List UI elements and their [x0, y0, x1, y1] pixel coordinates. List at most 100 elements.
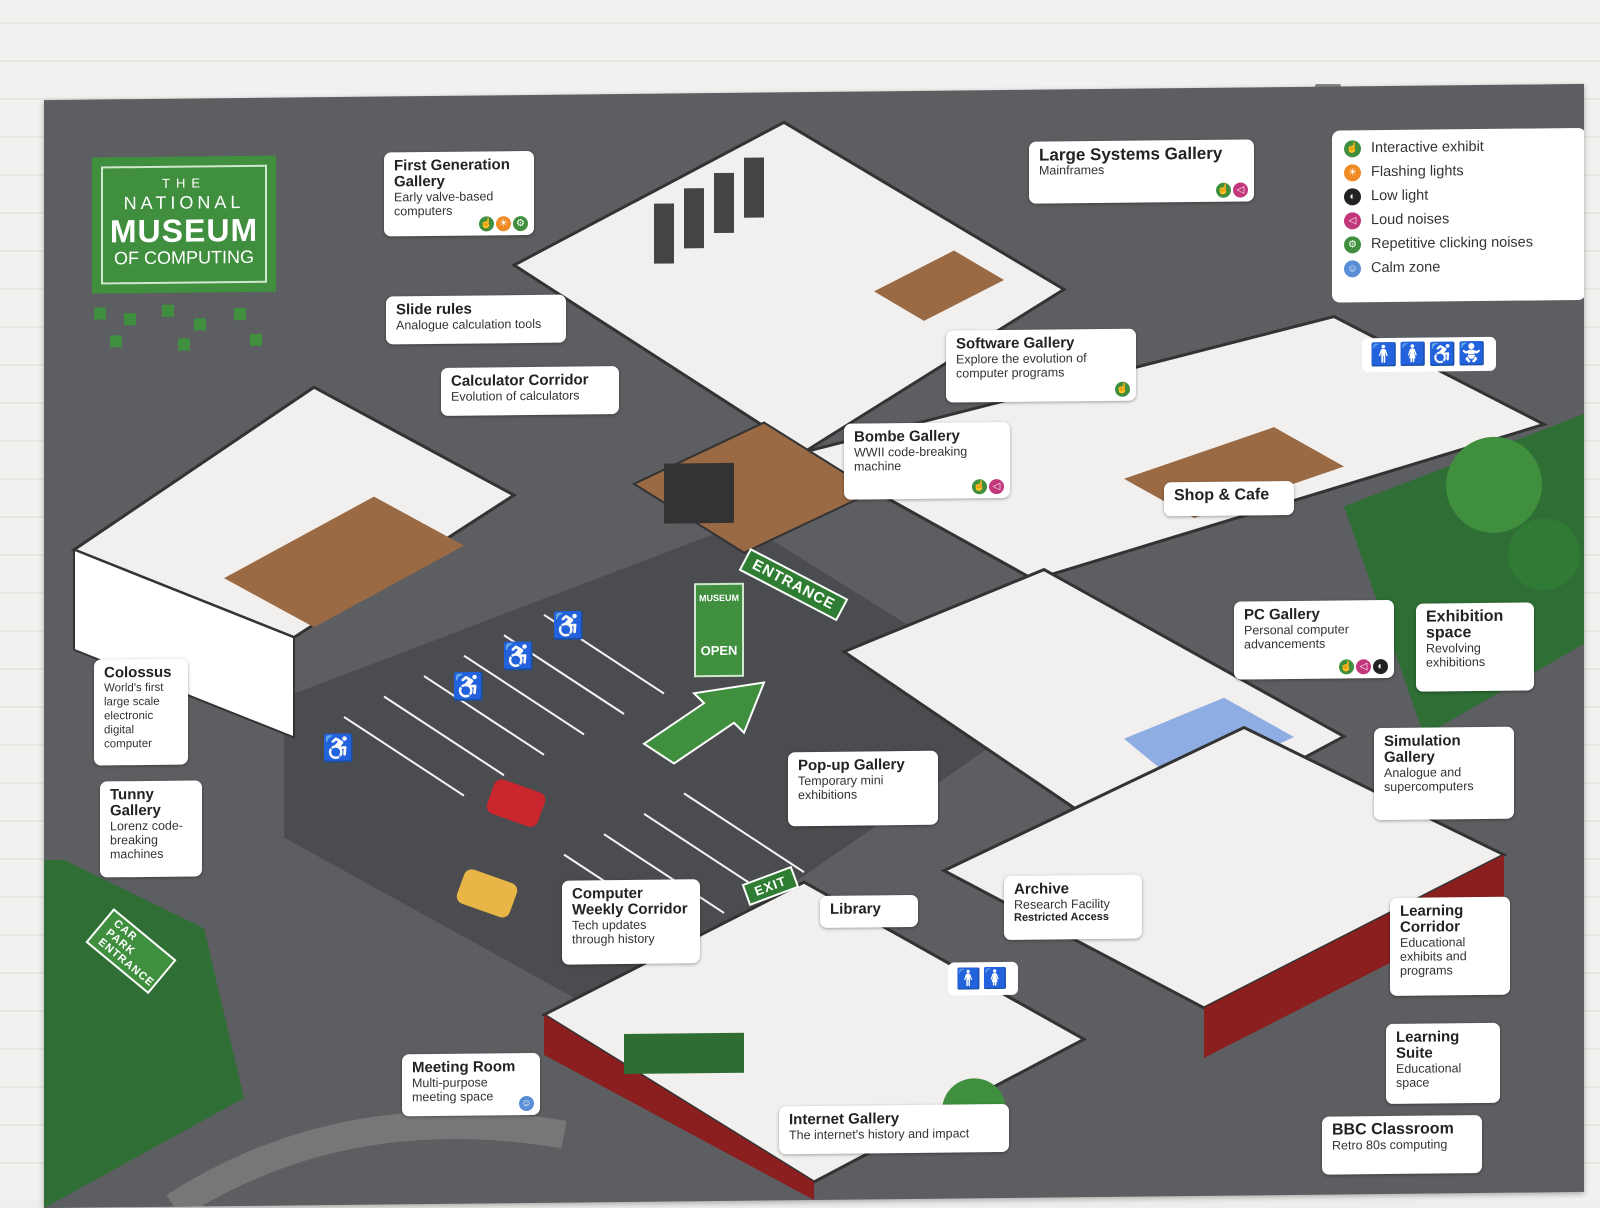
interactive-icon: ☝	[1344, 139, 1361, 157]
svg-text:♿: ♿	[452, 671, 484, 701]
legend-row: ☀ Flashing lights	[1344, 158, 1574, 184]
low-light-icon: ◐	[1344, 187, 1361, 205]
logo-pixel	[110, 335, 122, 348]
legend-row: ☺Calm zone	[1344, 254, 1574, 280]
parking-lines	[343, 613, 805, 935]
logo-museum: MUSEUM	[109, 211, 259, 250]
calm-zone-icon: ☺	[519, 1095, 534, 1112]
svg-text:♿: ♿	[552, 610, 584, 640]
interactive-icon: ☝	[1339, 659, 1354, 675]
card-title: Slide rules	[396, 300, 472, 319]
card-exhibition-space: Exhibition space Revolving exhibitions	[1416, 602, 1534, 692]
legend-row: ⚙ Repetitive clicking noises	[1344, 230, 1574, 256]
card-popup-gallery: Pop-up Gallery Temporary mini exhibition…	[788, 750, 938, 827]
card-title: Calculator Corridor	[451, 371, 589, 390]
card-desc: Early valve-based computers	[394, 189, 494, 219]
card-desc: Evolution of calculators	[451, 388, 580, 404]
card-bombe-gallery: Bombe Gallery WWII code-breaking machine…	[844, 421, 1010, 500]
legend-label: Repetitive clicking noises	[1371, 234, 1533, 253]
interactive-icon: ☝	[972, 479, 987, 495]
interactive-icon: ☝	[479, 216, 494, 232]
toilets-sign: 🚹🚺♿🚼	[1362, 336, 1496, 373]
card-desc: Research Facility	[1014, 896, 1110, 912]
valve-racks	[654, 157, 764, 264]
card-desc: Educational space	[1396, 1061, 1462, 1090]
card-title: Library	[830, 900, 881, 918]
legend-row: ◁Loud noises	[1344, 206, 1574, 232]
flashing-lights-icon: ☀	[496, 216, 511, 232]
card-title: Large Systems Gallery	[1039, 143, 1223, 165]
calm-zone-icon: ☺	[1344, 259, 1361, 277]
card-title: Learning Corridor	[1400, 902, 1464, 936]
card-title: Software Gallery	[956, 334, 1075, 353]
legend-label: Interactive exhibit	[1371, 138, 1484, 157]
legend-row: ☝ Interactive exhibit	[1344, 134, 1574, 160]
logo-computing: OF COMPUTING	[114, 246, 254, 269]
card-title: Bombe Gallery	[854, 427, 960, 446]
card-first-generation: First Generation Gallery Early valve-bas…	[384, 150, 534, 237]
logo-pixel	[178, 338, 190, 351]
card-title: Pop-up Gallery	[798, 756, 905, 775]
card-title: BBC Classroom	[1332, 1120, 1454, 1139]
card-title: Learning Suite	[1396, 1028, 1460, 1062]
restricted-note: Restricted Access	[1014, 910, 1109, 924]
card-title: Tunny Gallery	[110, 785, 161, 820]
legend-label: Flashing lights	[1371, 163, 1464, 181]
svg-text:♿: ♿	[502, 641, 534, 671]
card-library: Library	[820, 894, 918, 928]
loud-noises-icon: ◁	[1233, 182, 1248, 198]
card-title: First Generation Gallery	[394, 156, 510, 191]
card-title: Computer Weekly Corridor	[572, 884, 688, 919]
card-title: Simulation Gallery	[1384, 732, 1461, 767]
card-desc: Multi-purpose meeting space	[412, 1075, 494, 1105]
tree	[1446, 436, 1542, 533]
loud-noises-icon: ◁	[1356, 659, 1371, 675]
card-tunny-gallery: Tunny Gallery Lorenz code-breaking machi…	[100, 780, 202, 878]
building-right	[799, 314, 1548, 582]
museum-map-board: ♿ ♿ ♿ ♿	[44, 83, 1584, 1208]
card-title: Archive	[1014, 880, 1070, 898]
logo-pixel	[124, 313, 136, 326]
card-title: Meeting Room	[412, 1058, 516, 1077]
card-desc: Retro 80s computing	[1332, 1137, 1448, 1153]
map-legend: ☝ Interactive exhibit ☀ Flashing lights ◐ L…	[1332, 127, 1584, 303]
logo-pixel	[234, 307, 246, 321]
interactive-icon: ☝	[1216, 182, 1231, 198]
flashing-lights-icon: ☀	[1344, 163, 1361, 181]
car-red	[486, 779, 546, 827]
card-simulation-gallery: Simulation Gallery Analogue and supercom…	[1374, 726, 1514, 821]
card-desc: Analogue and supercomputers	[1384, 765, 1474, 795]
card-slide-rules: Slide rules Analogue calculation tools	[386, 294, 566, 345]
logo-pixel	[94, 307, 106, 320]
legend-row: ◐ Low light	[1344, 182, 1574, 208]
legend-label: Loud noises	[1371, 211, 1450, 229]
museum-logo: THE NATIONAL MUSEUM OF COMPUTING	[92, 155, 276, 294]
card-software-gallery: Software Gallery Explore the evolution o…	[946, 328, 1136, 403]
card-desc: World's first large scale electronic dig…	[104, 681, 164, 751]
card-archive: Archive Research Facility Restricted Acc…	[1004, 874, 1142, 941]
card-learning-suite: Learning Suite Educational space	[1386, 1022, 1500, 1105]
card-title: PC Gallery	[1244, 605, 1320, 624]
card-desc: Explore the evolution of computer progra…	[956, 351, 1087, 381]
entrance-arrow	[642, 681, 766, 765]
card-meeting-room: Meeting Room Multi-purpose meeting space…	[402, 1052, 540, 1117]
card-bbc-classroom: BBC Classroom Retro 80s computing	[1322, 1115, 1482, 1175]
svg-text:♿: ♿	[322, 733, 354, 763]
car-yellow	[456, 869, 518, 918]
loud-noises-icon: ◁	[989, 479, 1004, 495]
building-top	[511, 120, 1067, 454]
card-large-systems: Large Systems Gallery Mainframes ☝◁	[1029, 139, 1254, 204]
logo-pixel	[162, 304, 174, 317]
card-desc: Temporary mini exhibitions	[798, 773, 884, 803]
card-desc: Lorenz code-breaking machines	[110, 818, 183, 862]
interactive-icon: ☝	[1115, 381, 1130, 397]
card-pc-gallery: PC Gallery Personal computer advancement…	[1234, 599, 1394, 680]
repetitive-clicking-icon: ⚙	[1344, 235, 1361, 253]
card-calculator-corridor: Calculator Corridor Evolution of calcula…	[441, 366, 619, 416]
legend-label: Low light	[1371, 187, 1429, 205]
card-desc: Revolving exhibitions	[1426, 641, 1486, 670]
meeting-seats	[624, 1032, 744, 1074]
card-desc: WWII code-breaking machine	[854, 444, 968, 474]
card-learning-corridor: Learning Corridor Educational exhibits a…	[1390, 896, 1510, 996]
card-internet-gallery: Internet Gallery The internet's history …	[779, 1103, 1009, 1155]
